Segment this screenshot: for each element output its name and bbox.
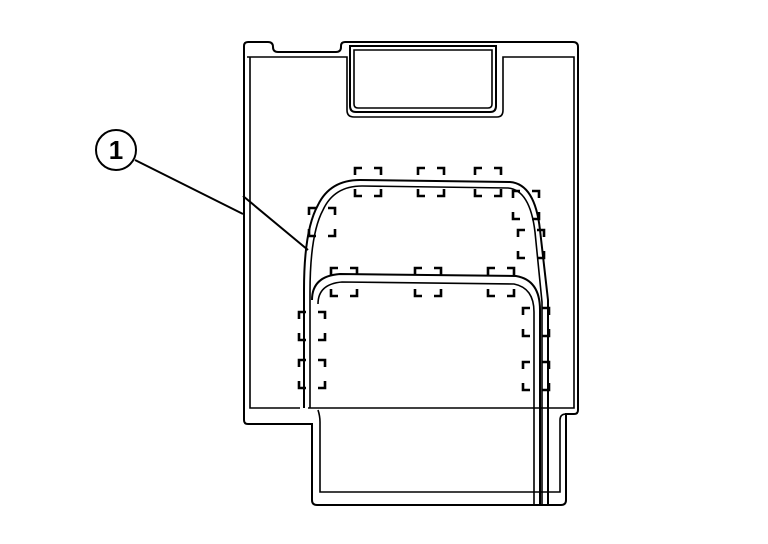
harness-clip [486,266,516,298]
harness-clip [353,166,383,198]
callout-1-leader-harness [242,195,309,251]
harness-inner-loop-inner [317,281,535,505]
cushion-panel-outline [243,41,579,506]
harness-clip [307,206,337,238]
harness-clip [297,310,327,342]
harness-clip [516,228,546,260]
harness-clips [297,166,551,392]
harness-clip [521,360,551,392]
harness-inner-loop [311,272,541,505]
harness-clip [416,166,446,198]
harness-outer-loop [303,178,549,505]
harness-outer-loop-inner [309,185,543,505]
cushion-inner-left-edge [249,57,300,409]
callout-1-label: 1 [109,135,123,165]
harness-clip [413,266,443,298]
cushion-inner-outline [247,56,575,409]
top-slot-outline [349,45,497,113]
harness-clip [473,166,503,198]
harness-clip [329,266,359,298]
callout-1-circle [95,129,137,171]
harness-clip [511,189,541,221]
callout-1-leader-panel [134,159,244,215]
harness-clip [521,306,551,338]
top-slot-inner [353,49,493,109]
cushion-lower-inner [317,409,567,493]
harness-clip [297,358,327,390]
